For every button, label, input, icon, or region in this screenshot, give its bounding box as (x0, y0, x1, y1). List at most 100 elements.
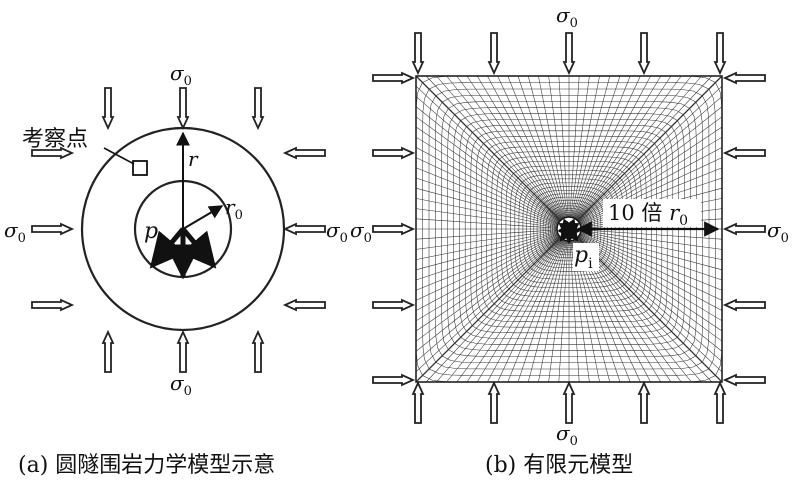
mesh-radial-line (487, 75, 564, 219)
mesh-diagonal-line (415, 237, 561, 383)
internal-pressure-arrows (149, 227, 217, 280)
mesh-ring (470, 130, 668, 328)
mesh-ring (447, 107, 691, 351)
load-arrow-top (101, 87, 115, 131)
observation-point-leader (103, 147, 135, 165)
mesh-diagonal-line (577, 75, 723, 221)
sigma-b-top-label: σ0 (556, 3, 578, 31)
load-arrow-right (282, 298, 326, 312)
sigma-top-label: σ0 (170, 61, 192, 89)
load-arrow-bottom (176, 329, 190, 373)
mesh-radial-line (415, 234, 559, 311)
sigma-right-label: σ0 (326, 218, 348, 246)
mesh-ring (422, 82, 716, 376)
mesh-radial-line (577, 236, 723, 362)
load-arrow-bottom (251, 329, 265, 373)
mesh-ring (501, 161, 637, 297)
load-arrow-left (372, 222, 416, 236)
load-arrow-top (562, 32, 576, 76)
panel-a: 考察点 r r0 pi σ0 σ0 σ0 σ0 (a) 圆隧围岩力学模型示意 (4, 61, 348, 478)
mesh-pressure-label: pi (574, 243, 593, 272)
mesh-radial-line (577, 236, 723, 373)
mesh-radial-line (415, 147, 559, 224)
pressure-pi-label: pi (144, 219, 163, 248)
observation-point-label: 考察点 (22, 127, 88, 152)
mesh-ring (428, 88, 710, 370)
mesh-ring (464, 124, 674, 334)
mesh-radial-line (446, 238, 562, 383)
mesh-ring (505, 165, 633, 293)
panel-a-caption: (a) 圆隧围岩力学模型示意 (18, 453, 275, 478)
mesh-radial-line (415, 106, 560, 222)
load-arrow-top (251, 87, 265, 131)
sigma-b-right-label: σ0 (767, 218, 789, 246)
mesh-radial-line (576, 75, 713, 221)
load-arrow-right (282, 146, 326, 160)
mesh-ring (514, 174, 624, 284)
load-arrow-left (31, 146, 75, 160)
mesh-radial-line (425, 75, 562, 221)
load-arrow-left (372, 373, 416, 387)
panel-b-load-arrows (372, 32, 766, 424)
load-arrow-left (31, 298, 75, 312)
mesh-radial-line (487, 239, 564, 383)
sigma-left-label: σ0 (4, 218, 26, 246)
mesh-radial-line (415, 136, 559, 224)
mesh-radial-line (415, 85, 561, 222)
load-arrow-top (411, 32, 425, 76)
mesh-radial-line (576, 237, 713, 383)
load-arrow-bottom (562, 380, 576, 424)
mesh-ring (518, 178, 620, 280)
observation-point-marker (132, 160, 148, 176)
sigma-bottom-label: σ0 (170, 371, 192, 399)
load-arrow-left (31, 222, 75, 236)
mesh-radial-line (576, 75, 692, 220)
mesh-ring (435, 95, 703, 363)
load-arrow-top (637, 32, 651, 76)
mesh-radial-line (574, 75, 662, 219)
mesh-radial-line (577, 85, 723, 222)
mesh-radial-line (415, 96, 561, 222)
sigma-b-left-label: σ0 (350, 218, 372, 246)
mesh-radial-line (578, 106, 723, 222)
mesh-ring (491, 151, 647, 307)
mesh-ring (486, 146, 652, 312)
mesh-radial-line (578, 236, 723, 352)
load-arrow-top (487, 32, 501, 76)
mesh-radial-line (425, 237, 562, 383)
radius-r0-arrow (182, 205, 224, 230)
panel-b-caption: (b) 有限元模型 (485, 453, 633, 478)
mesh-ring (453, 113, 685, 345)
panel-a-load-arrows (31, 87, 326, 373)
load-arrow-bottom (713, 380, 727, 424)
mesh-radial-line (415, 234, 559, 322)
load-arrow-bottom (487, 380, 501, 424)
mesh-radial-line (579, 234, 723, 311)
load-arrow-right (722, 71, 766, 85)
load-arrow-bottom (101, 329, 115, 373)
mesh-diagonal-line (577, 237, 723, 383)
mesh-radial-line (576, 75, 702, 221)
mesh-ring (459, 119, 679, 339)
mesh-radial-line (436, 75, 562, 221)
load-arrow-bottom (637, 380, 651, 424)
panel-b: 10 倍 r0 pi σ0 σ0 σ0 σ0 (b) 有限元模型 (350, 3, 789, 478)
radius-r0-label: r0 (225, 195, 243, 223)
mesh-radial-line (476, 239, 564, 383)
load-arrow-left (372, 146, 416, 160)
mesh-ring (496, 156, 642, 302)
mesh-internal-pressure (557, 218, 581, 245)
load-arrow-left (372, 71, 416, 85)
load-arrow-bottom (411, 380, 425, 424)
mesh-diagonal-line (415, 75, 561, 221)
dimension-label: 10 倍 r0 (608, 201, 688, 229)
mesh-ring (441, 101, 697, 357)
mesh-radial-line (415, 236, 561, 373)
load-arrow-left (372, 298, 416, 312)
mesh-radial-line (446, 75, 562, 220)
mesh-ring (481, 141, 657, 317)
mesh-radial-line (415, 236, 561, 362)
mesh-radial-line (476, 75, 564, 219)
mesh-radial-line (574, 75, 651, 219)
